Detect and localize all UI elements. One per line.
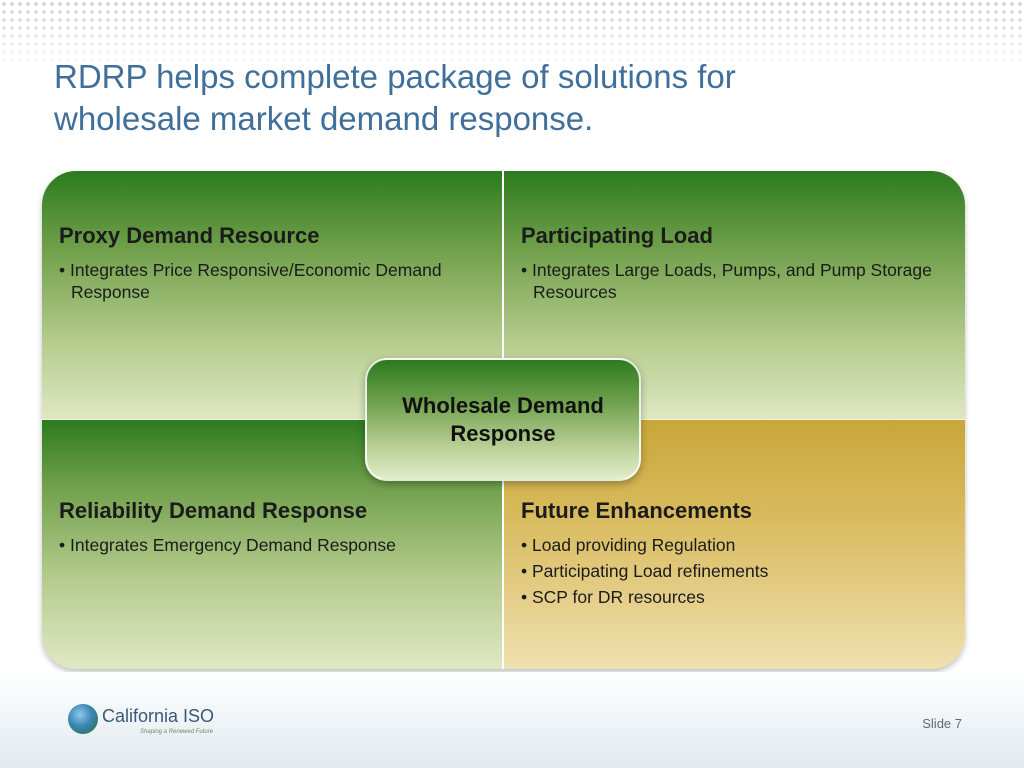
slide-title-line-2: wholesale market demand response. bbox=[54, 100, 594, 137]
bullet-item: Integrates Emergency Demand Response bbox=[59, 534, 484, 556]
bullet-list: Integrates Price Responsive/Economic Dem… bbox=[59, 259, 484, 303]
quadrant-heading: Reliability Demand Response bbox=[59, 498, 368, 523]
bullet-list: Load providing Regulation Participating … bbox=[521, 534, 947, 608]
quadrant-diagram: Proxy Demand Resource Integrates Price R… bbox=[42, 171, 965, 669]
logo-tagline: Shaping a Renewed Future bbox=[140, 729, 214, 735]
bullet-item: SCP for DR resources bbox=[521, 586, 947, 608]
slide-number: Slide 7 bbox=[922, 716, 962, 731]
dotted-header-pattern bbox=[0, 0, 1024, 70]
bullet-item: Load providing Regulation bbox=[521, 534, 947, 556]
logo-name: California ISO bbox=[102, 706, 215, 726]
slide-title: RDRP helps complete package of solutions… bbox=[54, 56, 954, 140]
globe-icon bbox=[68, 704, 98, 734]
quadrant-heading: Participating Load bbox=[521, 223, 713, 248]
bullet-list: Integrates Emergency Demand Response bbox=[59, 534, 484, 556]
california-iso-logo: California ISO Shaping a Renewed Future bbox=[68, 704, 228, 740]
bullet-item: Integrates Price Responsive/Economic Dem… bbox=[59, 259, 484, 303]
center-hub-box: Wholesale Demand Response bbox=[365, 358, 641, 481]
quadrant-heading: Proxy Demand Resource bbox=[59, 223, 320, 248]
slide-title-line-1: RDRP helps complete package of solutions… bbox=[54, 58, 736, 95]
bullet-list: Integrates Large Loads, Pumps, and Pump … bbox=[521, 259, 947, 303]
center-hub-label: Wholesale Demand Response bbox=[402, 392, 604, 446]
quadrant-heading: Future Enhancements bbox=[521, 498, 753, 523]
bullet-item: Participating Load refinements bbox=[521, 560, 947, 582]
footer-band bbox=[0, 672, 1024, 768]
bullet-item: Integrates Large Loads, Pumps, and Pump … bbox=[521, 259, 947, 303]
